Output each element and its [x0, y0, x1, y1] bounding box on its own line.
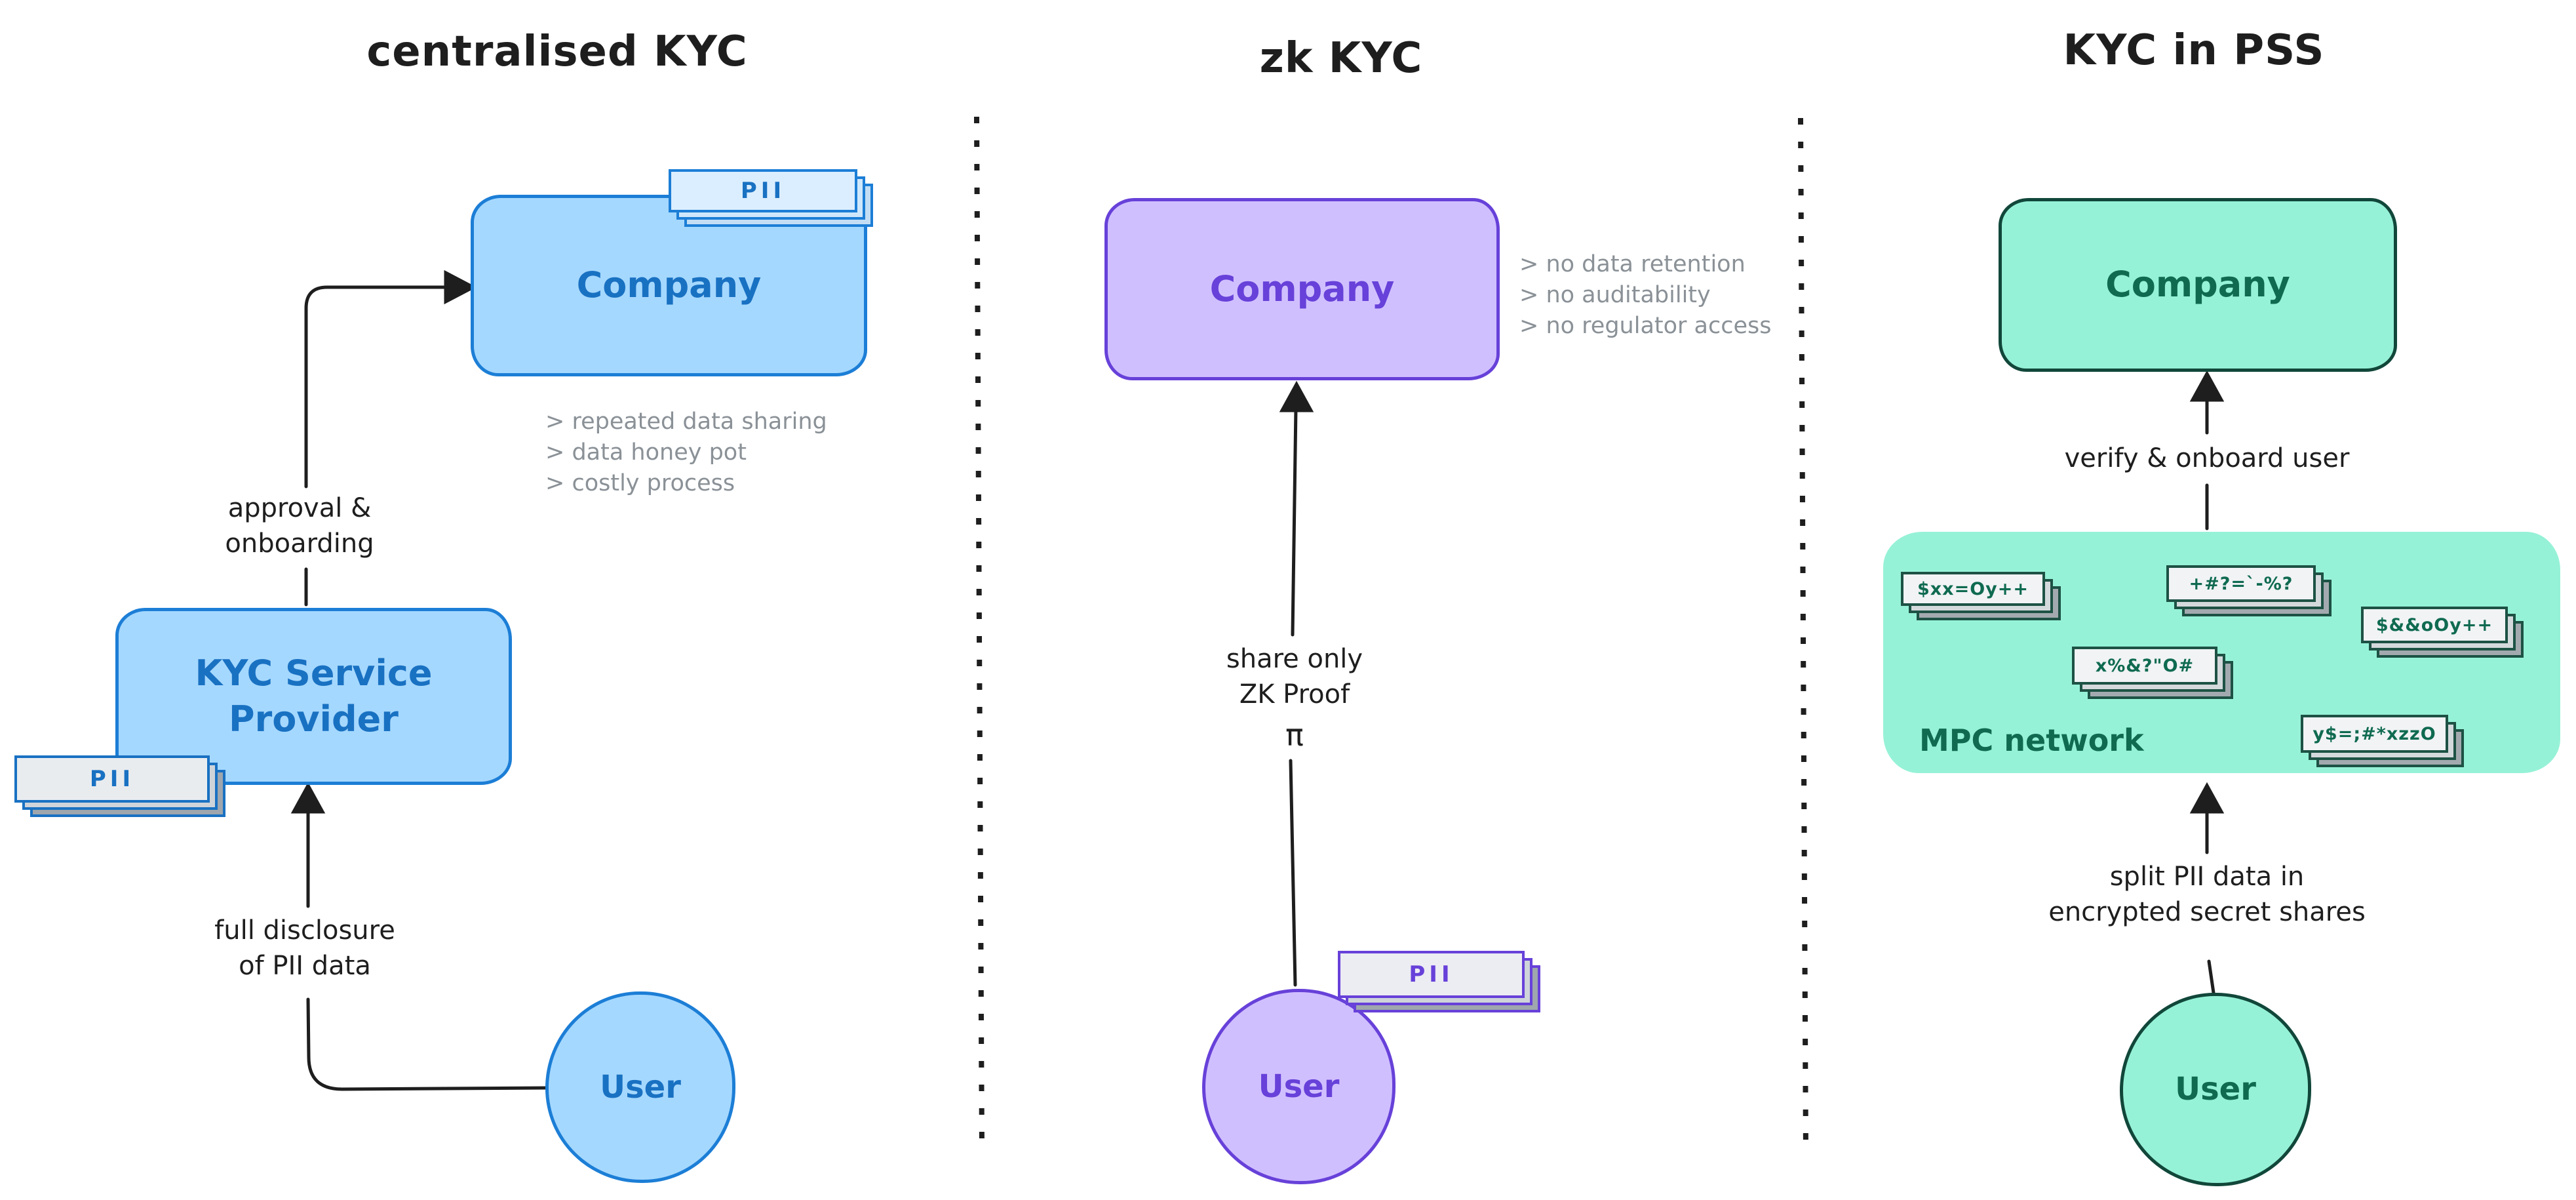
company-node-label: Company [2105, 264, 2290, 306]
secret-share-label: y$=;#*xzzO [2313, 723, 2436, 744]
secret-share-card: x%&?"O# [2072, 647, 2217, 685]
zk-properties-list: > no data retention > no auditability > … [1519, 249, 1772, 342]
share-zk-proof-label: share only ZK Proof π [1177, 641, 1413, 751]
note-line: > no data retention [1519, 251, 1746, 277]
secret-share-card: +#?=`-%? [2166, 565, 2316, 602]
panel-title-centralised-kyc: centralised KYC [366, 28, 748, 76]
secret-share-tag-3[interactable]: $&&oOy++ [2361, 607, 2524, 658]
secret-share-label: +#?=`-%? [2189, 573, 2293, 594]
full-disclosure-label: full disclosure of PII data [214, 915, 395, 981]
company-node-label: Company [1209, 268, 1395, 310]
user-node-label: User [600, 1068, 681, 1106]
pii-tag-card: PII [669, 169, 857, 212]
verify-onboard-label: verify & onboard user [2064, 443, 2350, 473]
panel-divider-left [974, 116, 985, 1152]
user-node-pss[interactable]: User [2120, 993, 2311, 1186]
panel-divider-right [1798, 117, 1808, 1155]
approval-onboarding-label: approval & onboarding [225, 493, 374, 559]
pi-symbol: π [1285, 717, 1304, 753]
pii-tag-company-centralised[interactable]: PII [669, 169, 873, 227]
note-line: > no auditability [1519, 282, 1711, 308]
pii-tag-label: PII [740, 178, 786, 204]
secret-share-tag-4[interactable]: x%&?"O# [2072, 647, 2233, 699]
note-line: > data honey pot [545, 439, 747, 466]
mpc-network-label: MPC network [1919, 723, 2144, 758]
pii-tag-provider[interactable]: PII [14, 755, 225, 817]
note-line: > costly process [545, 470, 735, 496]
company-node-zk[interactable]: Company [1104, 198, 1500, 380]
secret-share-tag-1[interactable]: $xx=Oy++ [1901, 572, 2061, 620]
user-node-label: User [2175, 1071, 2256, 1108]
split-pii-label: split PII data in encrypted secret share… [2048, 862, 2366, 927]
centralised-drawbacks-list: > repeated data sharing > data honey pot… [545, 407, 827, 499]
secret-share-label: x%&?"O# [2095, 655, 2195, 676]
arrow-zk-user-to-company-head [1279, 380, 1314, 412]
secret-share-tag-5[interactable]: y$=;#*xzzO [2301, 715, 2464, 767]
company-node-label: Company [576, 264, 762, 306]
panel-title-zk-kyc: zk KYC [1259, 34, 1423, 83]
arrow-user-to-provider-shaft-lower [306, 997, 551, 1091]
pii-tag-label: PII [89, 766, 135, 792]
pii-tag-zk-user[interactable]: PII [1338, 951, 1540, 1012]
secret-share-card: $xx=Oy++ [1901, 572, 2045, 606]
company-node-pss[interactable]: Company [1999, 198, 2397, 372]
note-line: > no regulator access [1519, 313, 1772, 339]
arrow-user-to-provider-head [290, 782, 326, 814]
pii-tag-card: PII [1338, 951, 1525, 998]
secret-share-card: $&&oOy++ [2361, 607, 2508, 643]
arrow-provider-to-company-shaft-upper [304, 285, 452, 489]
secret-share-card: y$=;#*xzzO [2301, 715, 2448, 753]
secret-share-label: $xx=Oy++ [1917, 578, 2029, 599]
panel-title-kyc-in-pss: KYC in PSS [2063, 26, 2325, 75]
pii-tag-card: PII [14, 755, 210, 803]
arrow-pss-user-to-mpc-head [2189, 782, 2225, 814]
secret-share-label: $&&oOy++ [2375, 614, 2493, 635]
user-node-label: User [1258, 1068, 1340, 1105]
secret-share-tag-2[interactable]: +#?=`-%? [2166, 565, 2332, 616]
kyc-service-provider-label: KYC Service Provider [195, 652, 433, 740]
note-line: > repeated data sharing [545, 409, 827, 435]
user-node-centralised[interactable]: User [545, 991, 735, 1183]
arrow-pss-user-to-mpc-shaft-lower [2207, 959, 2215, 995]
arrow-zk-user-to-company-shaft-upper [1291, 406, 1298, 637]
arrow-provider-to-company-head [444, 270, 477, 305]
arrow-mpc-to-company-head [2189, 370, 2225, 402]
arrow-zk-user-to-company-shaft-lower [1289, 759, 1297, 987]
pii-tag-label: PII [1409, 961, 1454, 988]
user-node-zk[interactable]: User [1202, 989, 1395, 1184]
